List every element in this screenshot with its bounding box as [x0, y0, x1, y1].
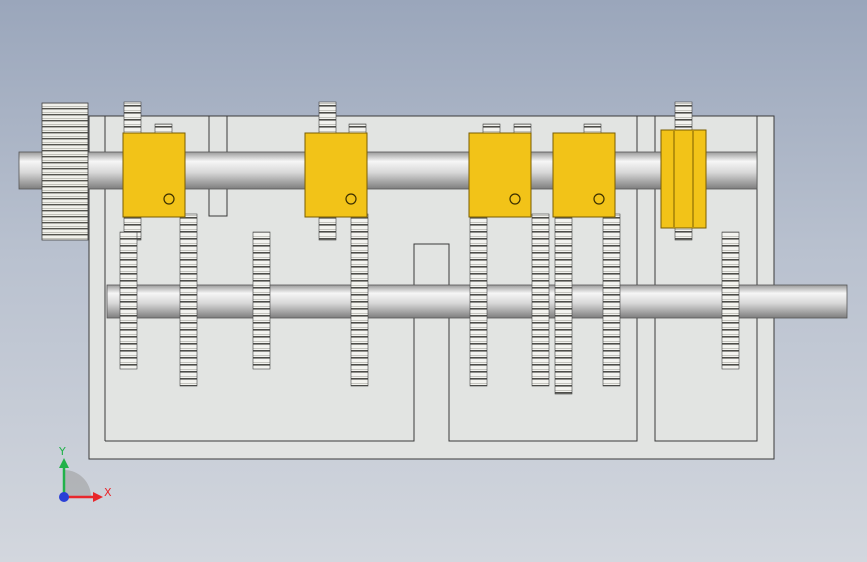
y-axis-arrowhead	[59, 458, 69, 468]
shift-fork-2[interactable]	[304, 132, 368, 218]
x-axis-arrowhead	[93, 492, 103, 502]
coordinate-triad: Y X	[58, 445, 112, 502]
shift-fork-4[interactable]	[552, 132, 616, 218]
fork-pin-hole	[509, 193, 521, 205]
shift-fork-3[interactable]	[468, 132, 532, 218]
input-drive-gear[interactable]	[41, 102, 89, 241]
triad-plane-icon	[64, 470, 91, 497]
shift-fork-1[interactable]	[122, 132, 186, 218]
fork-pin-hole	[593, 193, 605, 205]
y-axis-label: Y	[58, 445, 66, 458]
z-axis-dot	[59, 492, 69, 502]
fork-pin-hole	[163, 193, 175, 205]
x-axis-label: X	[104, 486, 112, 499]
output-shaft-gears[interactable]	[119, 213, 740, 395]
fork-pin-hole	[345, 193, 357, 205]
synchro-collar[interactable]	[660, 129, 707, 229]
